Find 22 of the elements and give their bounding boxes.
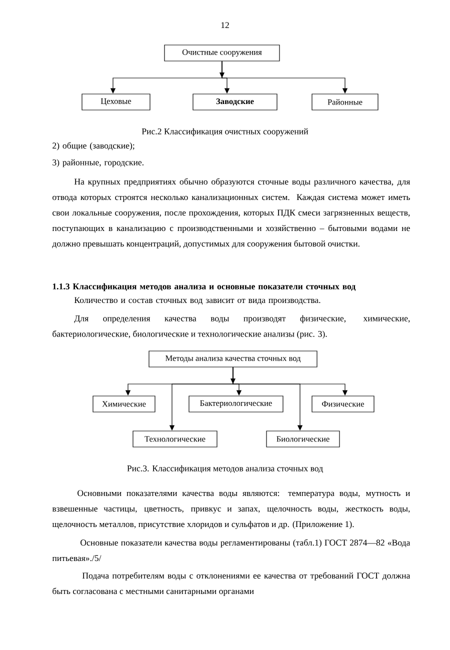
paragraph: Основными показателями качества воды являются: температура воды, мутность и взвешенные частицы, цветность, привкус и запах, щелочность воды, жесткость воды, щелочность металлов, присутствие хлоридов и сульфатов и др. (Приложение 1). — [52, 490, 410, 529]
category-box: Бактериологические — [188, 396, 284, 412]
list-item: 3) районные, городские. — [52, 159, 144, 168]
section-heading: 1.1.3 Классификация методов анализа и основные показатели сточных вод — [52, 283, 356, 292]
paragraph: Подача потребителям воды с отклонениями ее качества от требований ГОСТ должна быть согласована с местными санитарными органами — [52, 572, 410, 596]
figure-caption: Рис.3. Классификация методов анализа сточных вод — [127, 465, 323, 474]
list-item: 2) общие (заводские); — [52, 142, 134, 150]
figure-caption: Рис.2 Классификация очистных сооружений — [142, 128, 308, 136]
page-number: 12 — [221, 22, 229, 28]
category-box: Методы анализа качества сточных вод — [148, 350, 318, 368]
category-box: Очистные сооружения — [164, 44, 280, 62]
paragraph: Для определения качества воды производят физические, химические, бактериологические, биологические и технологические анализы (рис. 3). — [52, 315, 410, 339]
category-box: Технологические — [132, 430, 218, 448]
paragraph: Основные показатели качества воды регламентированы (табл.1) ГОСТ 2874—82 «Вода питьевая»./5/ — [52, 539, 410, 562]
category-box: Районные — [312, 94, 378, 110]
paragraph: На крупных предприятиях обычно образуются сточные воды различного качества, для отвода которых строятся несколько канализационных систем. Каждая система может иметь свои локальные сооружения, после прохождения, которых ПДК смеси загрязненных веществ, поступающих в канализацию с производственными и хозяйственно – бытовыми водами не должно превышать концентраций, допустимых для сооружения бытовой очистки. — [52, 178, 410, 248]
category-box: Биологические — [266, 430, 340, 448]
category-box: Цеховые — [82, 94, 150, 110]
category-box: Заводские — [192, 94, 278, 110]
category-box: Химические — [92, 396, 156, 412]
category-box: Физические — [312, 396, 374, 412]
paragraph: Количество и состав сточных вод зависит от вида производства. — [74, 297, 320, 305]
